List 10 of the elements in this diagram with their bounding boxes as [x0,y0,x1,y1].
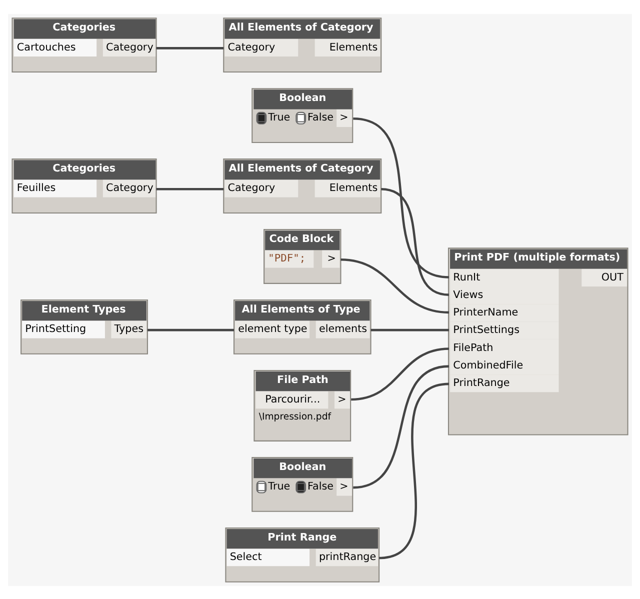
connector [352,117,450,278]
connector [340,258,450,314]
connector [350,347,450,400]
connector [156,187,224,190]
connector [378,382,450,559]
connector [156,46,224,49]
connector [352,364,450,488]
connector [380,188,450,296]
connector [370,328,449,331]
connector [147,328,234,331]
